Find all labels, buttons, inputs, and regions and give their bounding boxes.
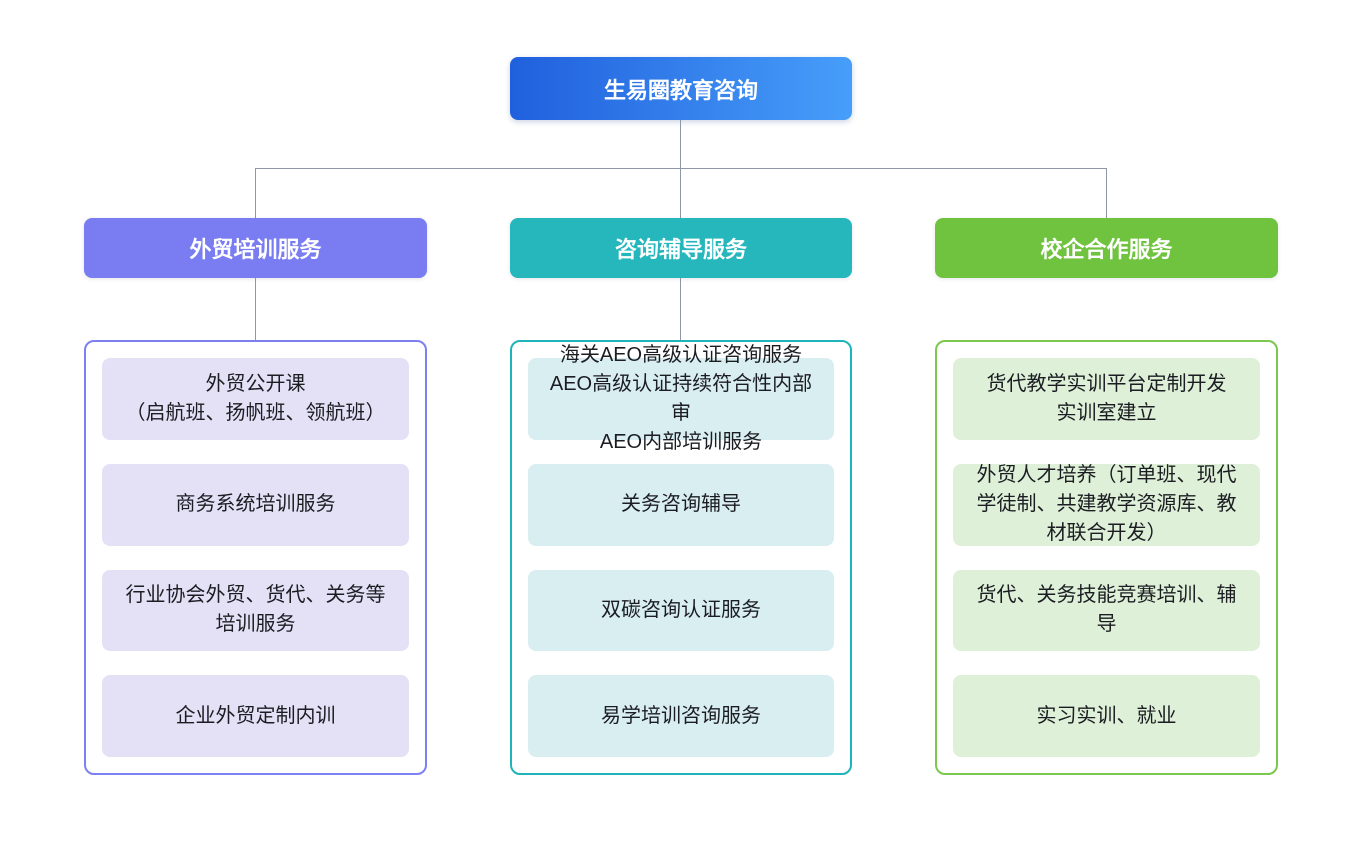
branch-header-school-enterprise-cooperation: 校企合作服务 — [935, 218, 1278, 278]
branch-item-text: 外贸人才培养（订单班、现代学徒制、共建教学资源库、教材联合开发） — [967, 461, 1246, 548]
branch-item-text: 海关AEO高级认证咨询服务 AEO高级认证持续符合性内部审 AEO内部培训服务 — [542, 341, 820, 457]
branch-item-line: 关务咨询辅导 — [621, 493, 741, 516]
branch-item-line: AEO高级认证持续符合性内部审 — [549, 372, 813, 424]
root-node: 生易圈教育咨询 — [510, 57, 852, 120]
branch-item-line: 海关AEO高级认证咨询服务 — [559, 343, 803, 366]
branch-item: 企业外贸定制内训 — [102, 675, 409, 757]
connector-root-stem — [680, 120, 681, 168]
branch-item-text: 易学培训咨询服务 — [542, 702, 820, 731]
branch-item-line: 商务系统培训服务 — [175, 493, 336, 516]
branch-item-text: 双碳咨询认证服务 — [542, 596, 820, 625]
branch-item-line: （启航班、扬帆班、领航班） — [125, 401, 386, 424]
branch-item-text: 企业外贸定制内训 — [116, 702, 395, 731]
branch-item-line: 货代教学实训平台定制开发 — [986, 372, 1227, 395]
branch-item-text: 货代教学实训平台定制开发实训室建立 — [967, 370, 1246, 428]
branch-item: 实习实训、就业 — [953, 675, 1260, 757]
root-node-label: 生易圈教育咨询 — [603, 77, 758, 103]
branch-header-label: 校企合作服务 — [1040, 237, 1173, 262]
branch-item-line: 双碳咨询认证服务 — [601, 598, 761, 621]
branch-header-label: 外贸培训服务 — [189, 237, 322, 262]
branch-item-line: 外贸公开课 — [205, 372, 306, 395]
connector-header-to-container — [255, 278, 256, 340]
branch-item-line: 实训室建立 — [1056, 401, 1157, 424]
branch-item: 商务系统培训服务 — [102, 463, 409, 546]
branch-container-foreign-trade-training: 外贸公开课 （启航班、扬帆班、领航班） 商务系统培训服务行业协会外贸、货代、关务等培… — [84, 340, 427, 775]
branch-item: 外贸人才培养（订单班、现代学徒制、共建教学资源库、教材联合开发） — [953, 461, 1260, 548]
connector-drop-right — [1106, 168, 1107, 218]
branch-item-text: 商务系统培训服务 — [116, 490, 395, 519]
branch-item: 货代教学实训平台定制开发实训室建立 — [953, 358, 1260, 440]
branch-item-line: 实习实训、就业 — [1036, 704, 1177, 727]
branch-item-text: 行业协会外贸、货代、关务等培训服务 — [116, 581, 395, 639]
branch-header-label: 咨询辅导服务 — [614, 237, 747, 262]
branch-item-text: 货代、关务技能竞赛培训、辅导 — [967, 581, 1246, 639]
branch-container-school-enterprise-cooperation: 货代教学实训平台定制开发实训室建立外贸人才培养（订单班、现代学徒制、共建教学资源… — [935, 340, 1278, 775]
branch-item-text: 关务咨询辅导 — [542, 490, 820, 519]
branch-item: 货代、关务技能竞赛培训、辅导 — [953, 569, 1260, 652]
branch-item: 双碳咨询认证服务 — [528, 569, 834, 652]
connector-drop-left — [255, 168, 256, 218]
branch-item-line: 企业外贸定制内训 — [175, 704, 336, 727]
connector-drop-center — [680, 168, 681, 218]
branch-item-line: 货代、关务技能竞赛培训、辅导 — [976, 584, 1237, 636]
branch-item: 关务咨询辅导 — [528, 463, 834, 546]
branch-item-line: 外贸人才培养（订单班、现代学徒制、共建教学资源库、教材联合开发） — [976, 464, 1237, 545]
branch-item-line: 易学培训咨询服务 — [601, 704, 761, 727]
branch-header-foreign-trade-training: 外贸培训服务 — [84, 218, 427, 278]
branch-item: 易学培训咨询服务 — [528, 675, 834, 757]
branch-item-text: 实习实训、就业 — [967, 702, 1246, 731]
branch-item-text: 外贸公开课 （启航班、扬帆班、领航班） — [116, 370, 395, 428]
branch-container-consulting-coaching: 海关AEO高级认证咨询服务 AEO高级认证持续符合性内部审 AEO内部培训服务关务咨… — [510, 340, 852, 775]
branch-item: 外贸公开课 （启航班、扬帆班、领航班） — [102, 358, 409, 440]
connector-header-to-container — [680, 278, 681, 340]
connector-horizontal — [255, 168, 1107, 169]
branch-item: 海关AEO高级认证咨询服务 AEO高级认证持续符合性内部审 AEO内部培训服务 — [528, 344, 834, 453]
branch-item: 行业协会外贸、货代、关务等培训服务 — [102, 569, 409, 652]
branch-item-line: 行业协会外贸、货代、关务等培训服务 — [125, 584, 386, 636]
branch-header-consulting-coaching: 咨询辅导服务 — [510, 218, 852, 278]
branch-item-line: AEO内部培训服务 — [599, 430, 763, 453]
